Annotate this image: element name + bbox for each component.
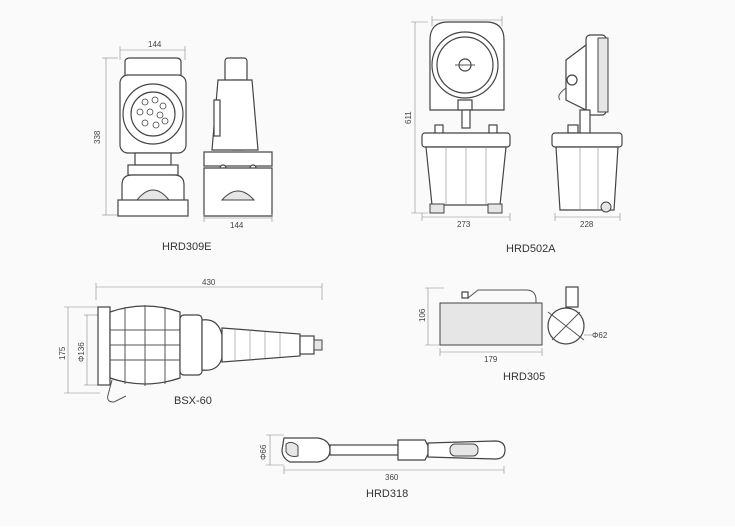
dim-hrd305-height: 106	[418, 308, 427, 322]
hrd318-drawing	[266, 434, 506, 474]
dim-hrd305-length: 179	[484, 355, 498, 364]
dim-hrd318-length: 360	[385, 473, 399, 482]
caption-bsx60: BSX-60	[174, 395, 212, 407]
dim-bsx60-length: 430	[202, 278, 216, 287]
dim-hrd502a-depth: 228	[580, 220, 594, 229]
dim-hrd502a-height: 611	[404, 111, 413, 124]
caption-hrd318: HRD318	[366, 488, 408, 500]
bsx60-drawing	[64, 283, 323, 403]
caption-hrd309e: HRD309E	[162, 241, 212, 253]
dim-hrd502a-width: 273	[457, 220, 471, 229]
caption-hrd502a: HRD502A	[506, 243, 556, 255]
hrd309e-front-view	[102, 46, 189, 217]
dim-hrd305-diameter: Φ62	[592, 331, 608, 340]
hrd502a-front-view	[411, 16, 511, 221]
dim-hrd309e-height: 338	[93, 130, 102, 144]
dim-hrd318-diameter: Φ66	[259, 444, 268, 460]
caption-hrd305: HRD305	[503, 371, 545, 383]
hrd305-drawing	[425, 286, 592, 356]
hrd502a-side-view	[551, 34, 623, 221]
dim-hrd309e-width: 144	[148, 40, 162, 49]
dim-bsx60-diameter: Φ136	[77, 342, 86, 362]
dim-bsx60-height: 175	[58, 346, 67, 360]
dim-hrd309e-base: 144	[230, 221, 244, 230]
hrd309e-side-view	[203, 57, 273, 222]
